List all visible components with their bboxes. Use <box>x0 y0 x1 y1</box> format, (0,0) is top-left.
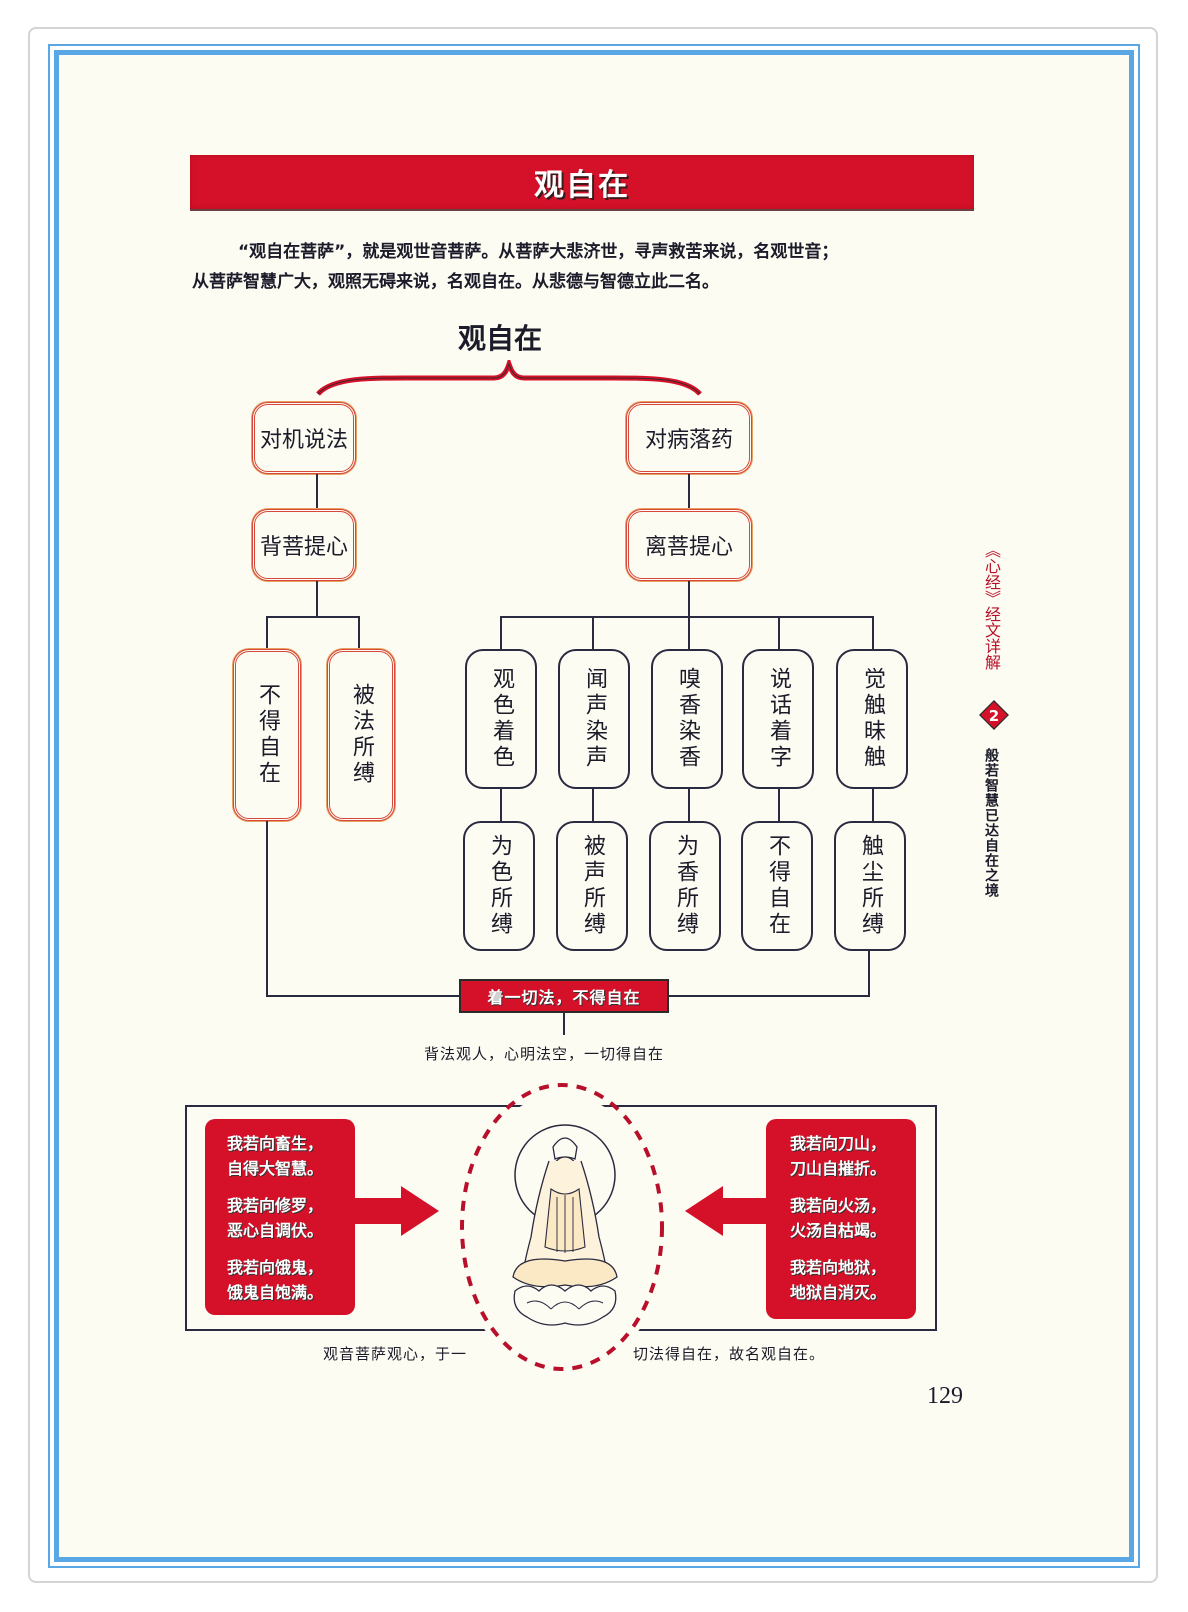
node-sense-sight: 观色着色 <box>465 649 537 789</box>
connector-line <box>688 616 690 649</box>
right-verse-panel: 我若向刀山， 刀山自摧折。 我若向火汤， 火汤自枯竭。 我若向地狱， 地狱自消灭… <box>766 1119 916 1319</box>
verse-line: 火汤自枯竭。 <box>790 1221 887 1240</box>
verse: 我若向饿鬼， 饿鬼自饱满。 <box>227 1255 355 1305</box>
brace-icon <box>316 360 702 396</box>
connector-line <box>266 821 268 997</box>
node-bound-sight: 为色所缚 <box>463 821 535 951</box>
node-bei-pu-ti-xin: 背菩提心 <box>252 509 356 581</box>
node-bound-smell: 为香所缚 <box>649 821 721 951</box>
verse-line: 自得大智慧。 <box>227 1159 324 1178</box>
verse-line: 我若向刀山， <box>790 1134 887 1153</box>
section-title: 观自在 <box>534 168 630 203</box>
diagram-title: 观自在 <box>458 322 543 355</box>
node-dui-ji-shuo-fa: 对机说法 <box>252 402 356 474</box>
connector-line <box>872 789 874 821</box>
connector-line <box>266 616 359 618</box>
verse: 我若向刀山， 刀山自摧折。 <box>790 1131 916 1181</box>
connector-line <box>500 616 874 618</box>
arrow-left-icon <box>685 1186 771 1236</box>
chapter-title-vertical: 般若智慧已达自在之境 <box>983 748 999 898</box>
connector-line <box>688 581 690 616</box>
arrow-right-icon <box>353 1186 439 1236</box>
verse-line: 我若向畜生， <box>227 1134 324 1153</box>
left-verse-panel: 我若向畜生， 自得大智慧。 我若向修罗， 恶心自调伏。 我若向饿鬼， 饿鬼自饱满… <box>205 1119 355 1315</box>
connector-line <box>316 474 318 509</box>
connector-line <box>868 951 870 997</box>
intro-text: “观自在菩萨”，就是观世音菩萨。从菩萨大悲济世，寻声救苦来说，名观世音； 从菩萨… <box>192 237 982 297</box>
verse-line: 我若向修罗， <box>227 1196 324 1215</box>
verse: 我若向地狱， 地狱自消灭。 <box>790 1255 916 1305</box>
node-bu-de-zi-zai: 不得自在 <box>233 649 301 821</box>
connector-line <box>266 995 460 997</box>
chapter-number: 2 <box>989 707 999 725</box>
connector-line <box>358 616 360 649</box>
node-sense-touch: 觉触昧触 <box>836 649 908 789</box>
node-bound-speech: 不得自在 <box>741 821 813 951</box>
connector-line <box>688 789 690 821</box>
connector-line <box>778 616 780 649</box>
connector-line <box>563 1013 565 1035</box>
connector-line <box>592 616 594 649</box>
node-bei-fa-suo-fu: 被法所缚 <box>327 649 395 821</box>
node-bound-hearing: 被声所缚 <box>556 821 628 951</box>
connector-line <box>592 789 594 821</box>
page-number: 129 <box>927 1383 963 1409</box>
connector-line <box>266 616 268 649</box>
section-title-bar: 观自在 <box>190 155 974 211</box>
node-li-pu-ti-xin: 离菩提心 <box>626 509 752 581</box>
verse-line: 我若向地狱， <box>790 1258 887 1277</box>
chapter-badge: 2 <box>979 700 1009 730</box>
node-sense-speech: 说话着字 <box>742 649 814 789</box>
verse-line: 恶心自调伏。 <box>227 1221 324 1240</box>
verse-line: 地狱自消灭。 <box>790 1283 887 1302</box>
connector-line <box>668 995 870 997</box>
verse-line: 饿鬼自饱满。 <box>227 1283 324 1302</box>
conclusion-text: 背法观人，心明法空，一切得自在 <box>424 1045 665 1063</box>
connector-line <box>500 616 502 649</box>
node-bound-touch: 触尘所缚 <box>834 821 906 951</box>
verse: 我若向修罗， 恶心自调伏。 <box>227 1193 355 1243</box>
node-sense-hearing: 闻声染声 <box>558 649 630 789</box>
blue-frame-outer <box>48 44 1140 1568</box>
verse: 我若向火汤， 火汤自枯竭。 <box>790 1193 916 1243</box>
verse-line: 我若向火汤， <box>790 1196 887 1215</box>
verse-line: 我若向饿鬼， <box>227 1258 324 1277</box>
bodhisattva-figure <box>460 1083 664 1371</box>
verse-line: 刀山自摧折。 <box>790 1159 887 1178</box>
book-title-vertical: 《心经》经文详解 <box>982 542 1001 670</box>
node-sense-smell: 嗅香染香 <box>651 649 723 789</box>
convergence-label: 着一切法，不得自在 <box>459 979 669 1013</box>
caption-right: 切法得自在，故名观自在。 <box>633 1345 826 1363</box>
connector-line <box>778 789 780 821</box>
verse: 我若向畜生， 自得大智慧。 <box>227 1131 355 1181</box>
connector-line <box>500 789 502 821</box>
intro-paragraph-2: 从菩萨智慧广大，观照无碍来说，名观自在。从悲德与智德立此二名。 <box>192 272 719 292</box>
node-dui-bing-luo-yao: 对病落药 <box>626 402 752 474</box>
caption-left: 观音菩萨观心，于一 <box>323 1345 468 1363</box>
book-page: 观自在 “观自在菩萨”，就是观世音菩萨。从菩萨大悲济世，寻声救苦来说，名观世音；… <box>59 55 1129 1557</box>
intro-paragraph-1: “观自在菩萨”，就是观世音菩萨。从菩萨大悲济世，寻声救苦来说，名观世音； <box>238 242 839 262</box>
connector-line <box>688 474 690 509</box>
connector-line <box>316 581 318 616</box>
connector-line <box>872 616 874 649</box>
